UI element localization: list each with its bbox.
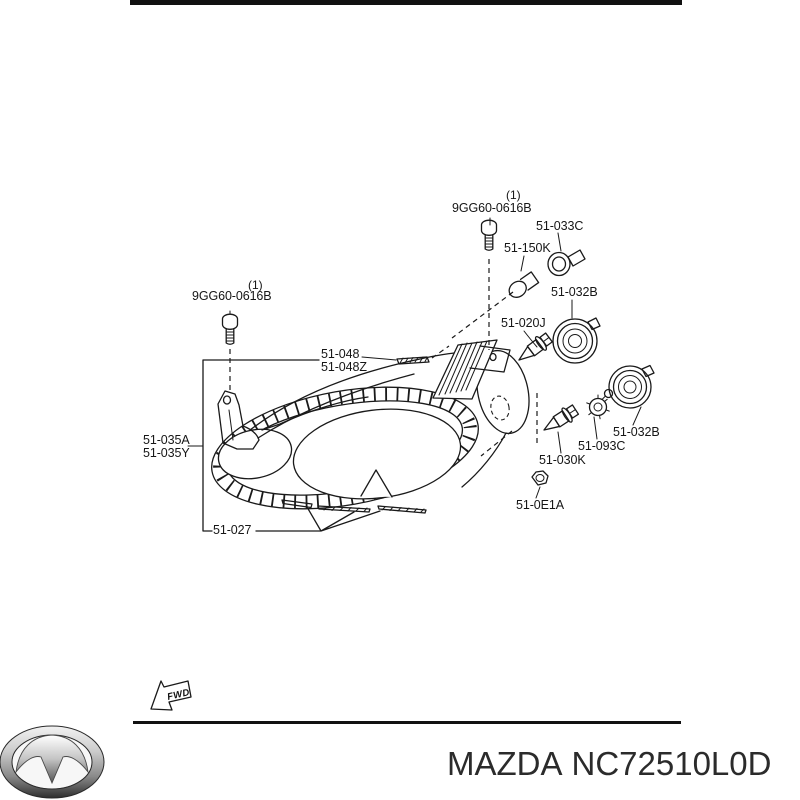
callout-ring-lower-label: 51-032B <box>613 425 660 439</box>
dashed-leaders <box>229 259 538 457</box>
bottom-rule <box>133 721 681 724</box>
top-rule <box>130 0 682 5</box>
callout-trim-strip-label: 51-048 <box>321 347 360 361</box>
leader-lines <box>187 217 642 532</box>
callout-trim-strip-alt-label: 51-048Z <box>321 360 367 374</box>
ring-upper-drawing <box>552 317 601 364</box>
clip-drawing <box>531 470 549 486</box>
callout-ring-upper-label: 51-032B <box>551 285 598 299</box>
callout-clip-label: 51-0E1A <box>516 498 564 512</box>
mazda-logo <box>0 725 105 799</box>
signal-bracket-drawing <box>432 339 511 400</box>
callout-lower-strip-label: 51-027 <box>213 523 252 537</box>
high-beam-bulb-drawing <box>543 404 580 431</box>
bolt-left-drawing <box>221 313 239 345</box>
brand-text: MAZDA <box>447 745 563 782</box>
callout-bolt-left-label: 9GG60-0616B <box>192 289 272 303</box>
fwd-label: FWD <box>166 687 191 703</box>
low-beam-bulb-drawing <box>518 332 553 361</box>
trim-strip-drawing <box>396 356 430 365</box>
mazda-wings <box>15 734 89 785</box>
socket-drawing <box>547 249 586 277</box>
callout-signal-bulb-label: 51-150K <box>504 241 551 255</box>
signal-bulb-drawing <box>508 271 540 298</box>
bolt-right-drawing <box>480 219 498 251</box>
ring-lower-drawing <box>608 364 655 409</box>
fwd-arrow: FWD <box>150 680 192 711</box>
callout-headlamp-unit-alt-label: 51-035Y <box>143 446 190 460</box>
callout-socket-label: 51-033C <box>536 219 584 233</box>
callout-bulb-holder-label: 51-093C <box>578 439 626 453</box>
callout-bolt-left-qty: (1) <box>248 278 263 292</box>
headlamp-body-drawing <box>211 349 530 510</box>
callout-bolt-right-label: 9GG60-0616B <box>452 201 532 215</box>
callout-bolt-right-qty: (1) <box>506 188 521 202</box>
callout-headlamp-unit-label: 51-035A <box>143 433 190 447</box>
callout-high-beam-bulb-label: 51-030K <box>539 453 586 467</box>
callout-low-beam-bulb-label: 51-020J <box>501 316 546 330</box>
bulb-holder-drawing <box>586 388 614 420</box>
lower-strips-drawing <box>281 499 427 514</box>
part-code-text: NC72510L0D <box>571 745 772 782</box>
